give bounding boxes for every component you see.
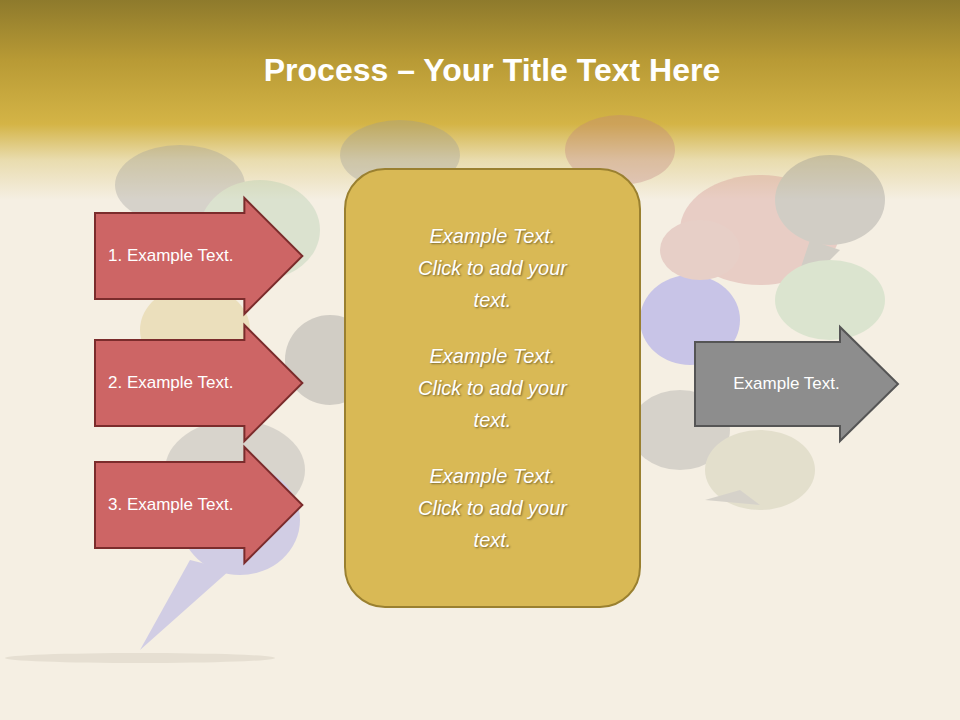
red-arrow: 2. Example Text. (95, 325, 302, 441)
arrow-label: 2. Example Text. (108, 373, 233, 393)
slide-title: Process – Your Title Text Here (0, 52, 960, 89)
arrow-shape (95, 325, 302, 441)
center-box: Example Text. Click to add your text. Exa… (344, 168, 641, 608)
arrow-shape (95, 447, 302, 563)
gray-arrow: Example Text. (695, 327, 898, 441)
arrow-label: 1. Example Text. (108, 246, 233, 266)
arrow-label: 3. Example Text. (108, 495, 233, 515)
arrow-shape (95, 198, 302, 314)
red-arrow: 3. Example Text. (95, 447, 302, 563)
box-text: Example Text. Click to add your text. (418, 220, 568, 316)
red-arrow: 1. Example Text. (95, 198, 302, 314)
box-text: Example Text. Click to add your text. (418, 460, 568, 556)
rounded-rect (345, 169, 640, 607)
box-text: Example Text. Click to add your text. (418, 340, 568, 436)
arrow-label: Example Text. (733, 374, 839, 394)
arrow-shape (695, 327, 898, 441)
